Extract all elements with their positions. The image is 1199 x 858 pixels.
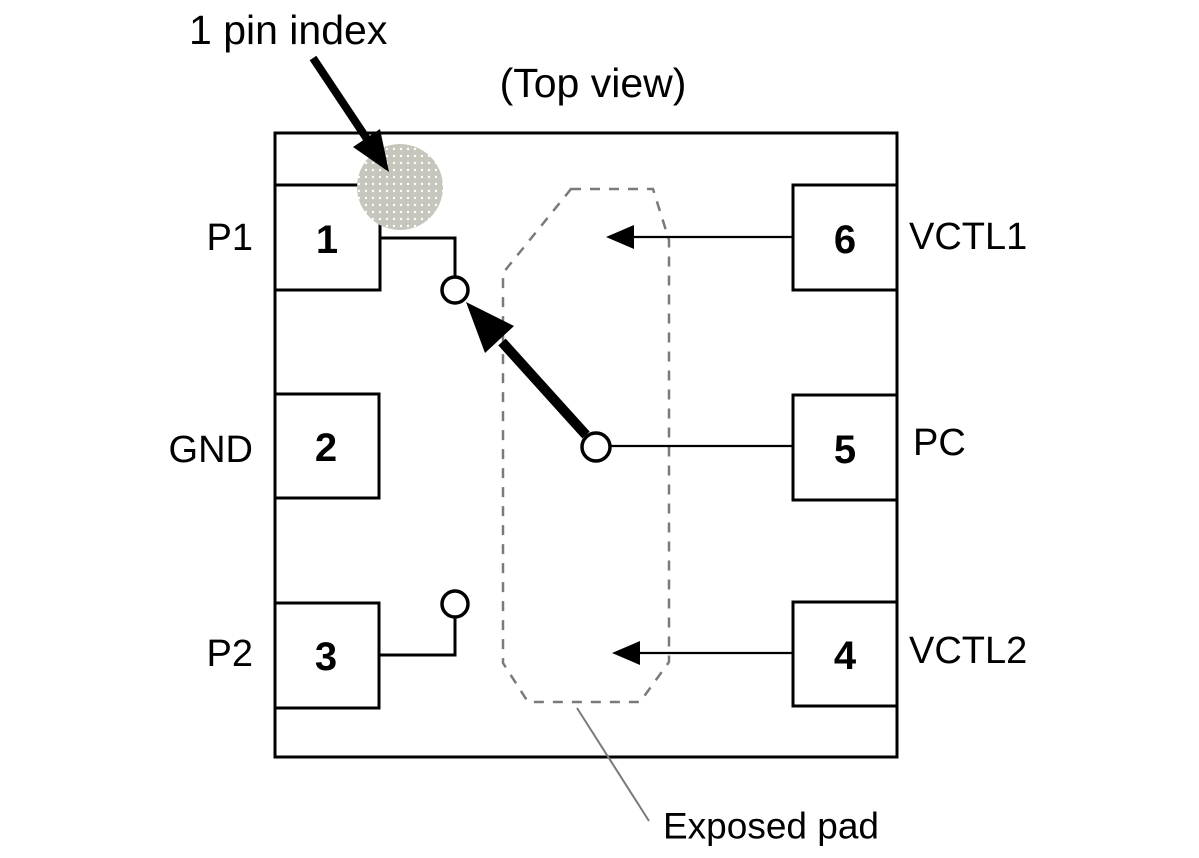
pin-1-number: 1: [316, 218, 338, 262]
vctl2-arrowhead-icon: [612, 641, 640, 665]
pin3-contact-wire: [379, 617, 457, 657]
pin-6-box: [791, 183, 899, 292]
pin-3: 3 P2: [207, 601, 381, 710]
pin-5-number: 5: [834, 428, 856, 472]
pin-1: 1 P1: [207, 183, 382, 292]
pin-4-number: 4: [834, 634, 857, 678]
pin1-contact-circle: [440, 275, 470, 305]
top-view-title: (Top view): [500, 60, 687, 106]
switch-pole-circle: [580, 431, 612, 463]
pin-index-arrowhead-icon: [353, 129, 389, 172]
pin-index-label: 1 pin index: [189, 7, 388, 53]
exposed-pad-outline: [501, 187, 671, 704]
pin3-contact-circle: [440, 589, 470, 619]
pin-5-box: [791, 393, 899, 502]
exposed-pad-leader-line: [576, 707, 650, 822]
exposed-pad-label: Exposed pad: [663, 806, 879, 847]
pin-2-number: 2: [315, 426, 337, 470]
pin1-contact-wire: [379, 236, 457, 276]
switch-arm-shaft: [498, 338, 590, 439]
switch-arm-arrowhead-icon: [466, 302, 514, 353]
pin-4-box: [791, 600, 899, 708]
pin-5-signal-label: PC: [913, 422, 966, 464]
pin-2-box: [273, 392, 381, 500]
pin-6-signal-label: VCTL1: [909, 216, 1027, 258]
vctl2-control-arrow: [612, 641, 793, 665]
pin-3-signal-label: P2: [207, 633, 253, 675]
pin-index-arrow: [309, 55, 389, 172]
pin-index-arrow-shaft: [309, 55, 371, 142]
pin-6-number: 6: [834, 218, 856, 262]
pin-2: 2 GND: [169, 392, 381, 500]
vctl1-control-arrow: [606, 225, 793, 249]
pin-4: 4 VCTL2: [791, 600, 1027, 708]
pin-6: 6 VCTL1: [791, 183, 1027, 292]
pin-3-number: 3: [315, 635, 337, 679]
pin-4-signal-label: VCTL2: [909, 630, 1027, 672]
spdt-switch: [379, 236, 793, 657]
pin-1-signal-label: P1: [207, 217, 253, 259]
pin-2-signal-label: GND: [169, 429, 253, 471]
pin-5: 5 PC: [791, 393, 966, 502]
vctl1-arrowhead-icon: [606, 225, 634, 249]
pin1-index-dot-texture: [357, 144, 443, 230]
